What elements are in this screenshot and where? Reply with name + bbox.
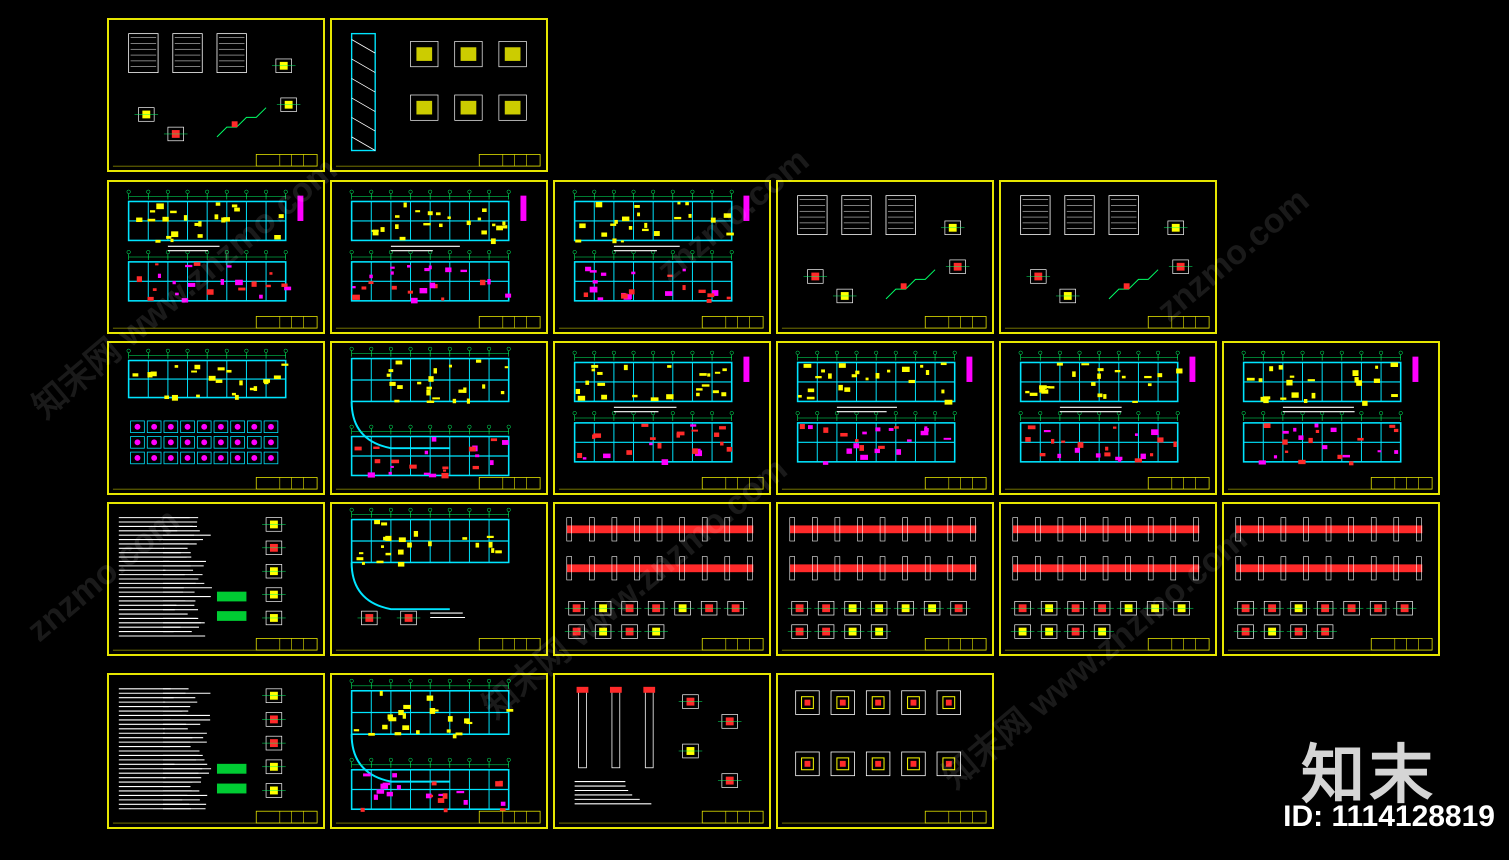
drawing-sheet-22[interactable] (553, 673, 771, 829)
drawing-sheet-23[interactable] (776, 673, 994, 829)
drawing-sheet-5[interactable] (553, 180, 771, 334)
drawing-sheet-16[interactable] (553, 502, 771, 656)
drawing-sheet-4[interactable] (330, 180, 548, 334)
drawing-sheet-8[interactable] (107, 341, 325, 495)
sheet-drawing-double-plan (1004, 350, 1210, 490)
drawing-sheet-13[interactable] (1222, 341, 1440, 495)
sheet-drawing-stair-detail (1004, 195, 1210, 329)
sheet-drawing-beam-detail (1227, 517, 1433, 651)
drawing-sheet-7[interactable] (999, 180, 1217, 334)
drawing-sheet-12[interactable] (999, 341, 1217, 495)
drawing-sheet-9[interactable] (330, 341, 548, 495)
sheet-drawing-beam-detail (558, 517, 764, 651)
sheet-drawing-curved-plan (335, 346, 541, 490)
drawing-sheet-14[interactable] (107, 502, 325, 656)
sheet-drawing-column-detail (781, 690, 987, 824)
drawing-sheet-15[interactable] (330, 502, 548, 656)
sheet-drawing-double-plan (558, 189, 764, 329)
sheet-drawing-foundation-plan (335, 678, 541, 824)
sheet-drawing-stair-detail (781, 195, 987, 329)
drawing-sheet-18[interactable] (999, 502, 1217, 656)
drawing-sheet-6[interactable] (776, 180, 994, 334)
sheet-drawing-frame-plan (335, 507, 541, 651)
drawing-sheet-11[interactable] (776, 341, 994, 495)
drawing-sheet-3[interactable] (107, 180, 325, 334)
sheet-drawing-pile-detail (558, 686, 764, 824)
drawing-sheet-17[interactable] (776, 502, 994, 656)
sheet-drawing-double-plan (335, 189, 541, 329)
sheet-drawing-grid-plan (112, 348, 318, 490)
drawing-sheet-1[interactable] (107, 18, 325, 172)
drawing-sheet-21[interactable] (330, 673, 548, 829)
sheet-drawing-double-plan (112, 189, 318, 329)
drawing-sheet-10[interactable] (553, 341, 771, 495)
sheet-drawing-double-plan (558, 350, 764, 490)
sheet-drawing-beam-detail (1004, 517, 1210, 651)
sheet-drawing-double-plan (1227, 350, 1433, 490)
sheet-drawing-beam-detail (781, 517, 987, 651)
drawing-sheet-19[interactable] (1222, 502, 1440, 656)
image-id-label: ID: 1114128819 (1283, 800, 1495, 833)
sheet-drawing-notes (112, 517, 318, 651)
sheet-drawing-double-plan (781, 350, 987, 490)
drawing-sheet-20[interactable] (107, 673, 325, 829)
brand-logo-text: 知末 (1301, 738, 1437, 813)
sheet-drawing-notes (112, 688, 318, 824)
sheet-drawing-stair-detail (112, 33, 318, 167)
drawing-sheet-2[interactable] (330, 18, 548, 172)
sheet-drawing-stair-section (335, 32, 541, 167)
